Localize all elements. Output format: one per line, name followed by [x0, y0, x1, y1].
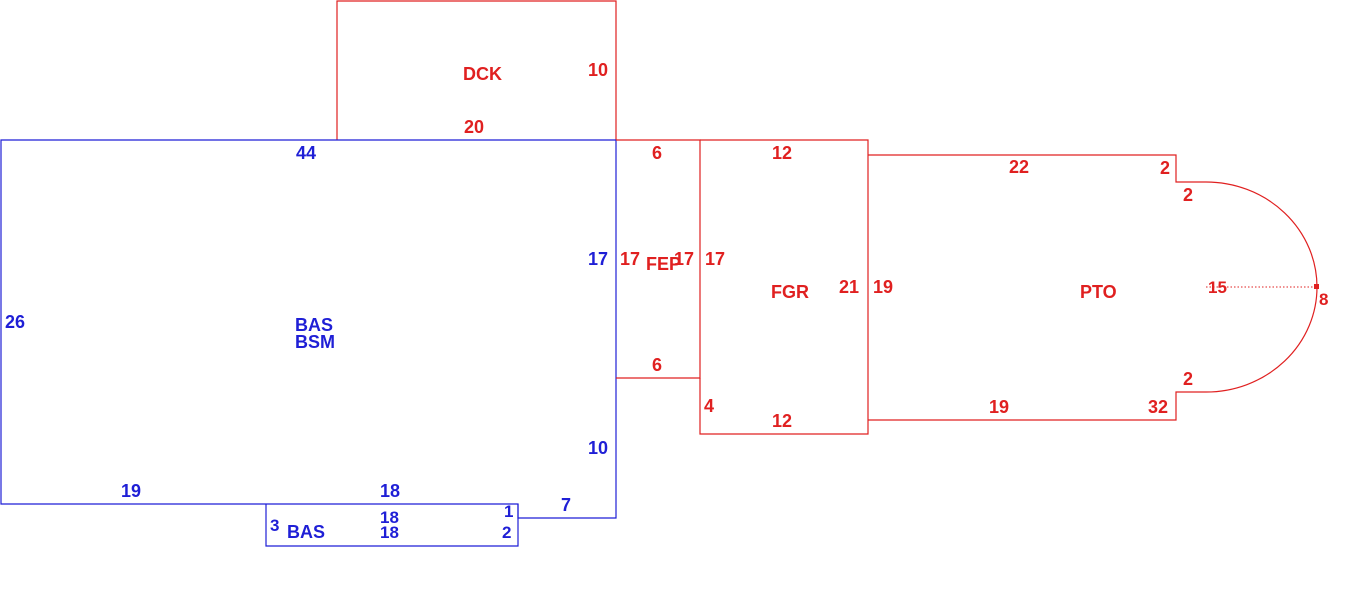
dim-pto-step-bottom-b: 32 [1148, 397, 1168, 417]
dim-bas-small-left: 3 [270, 516, 279, 535]
dim-bas-left: 26 [5, 312, 25, 332]
fep-outline [616, 139, 701, 379]
dim-pto-radius: 15 [1208, 278, 1227, 297]
dim-pto-top: 22 [1009, 157, 1029, 177]
dim-pto-step-bottom-a: 2 [1183, 369, 1193, 389]
dim-fep-top: 6 [652, 143, 662, 163]
dim-pto-step-top-a: 2 [1160, 158, 1170, 178]
dim-pto-left: 19 [873, 277, 893, 297]
area-label-fgr: FGR [771, 282, 809, 302]
bas-small-outline [265, 504, 519, 547]
dim-fep-right: 17 [674, 249, 694, 269]
dim-bas-step-right: 7 [561, 495, 571, 515]
dim-bas-small-bottom: 18 [380, 523, 399, 542]
dim-bas-top: 44 [296, 143, 316, 163]
area-label-bas-small: BAS [287, 522, 325, 542]
dim-bas-small-step: 1 [504, 502, 513, 521]
dim-fgr-bottom: 12 [772, 411, 792, 431]
dim-bas-right-lower: 10 [588, 438, 608, 458]
dim-pto-step-top-b: 2 [1183, 185, 1193, 205]
dim-fgr-top: 12 [772, 143, 792, 163]
dck-outline [336, 0, 617, 140]
dim-dck-bottom: 20 [464, 117, 484, 137]
dim-bas-bottom-left: 19 [121, 481, 141, 501]
dim-dck-right: 10 [588, 60, 608, 80]
dim-bas-small-top: 18 [380, 508, 399, 527]
dim-fep-left: 17 [620, 249, 640, 269]
dim-fgr-right: 21 [839, 277, 859, 297]
dim-fep-bottom: 6 [652, 355, 662, 375]
dim-bas-small-right: 2 [502, 523, 511, 542]
pto-radius-marker [1314, 284, 1319, 289]
dim-bas-bottom-mid: 18 [380, 481, 400, 501]
dim-bas-right-upper: 17 [588, 249, 608, 269]
dim-fgr-left: 17 [705, 249, 725, 269]
area-label-fep: FEP [646, 254, 681, 274]
area-label-bsm: BSM [295, 332, 335, 352]
area-label-bas: BAS [295, 315, 333, 335]
dim-pto-bottom: 19 [989, 397, 1009, 417]
dim-fgr-left-small: 4 [704, 396, 714, 416]
fgr-outline [699, 139, 869, 435]
area-label-pto: PTO [1080, 282, 1117, 302]
area-label-dck: DCK [463, 64, 502, 84]
dim-pto-arc: 8 [1319, 290, 1328, 309]
